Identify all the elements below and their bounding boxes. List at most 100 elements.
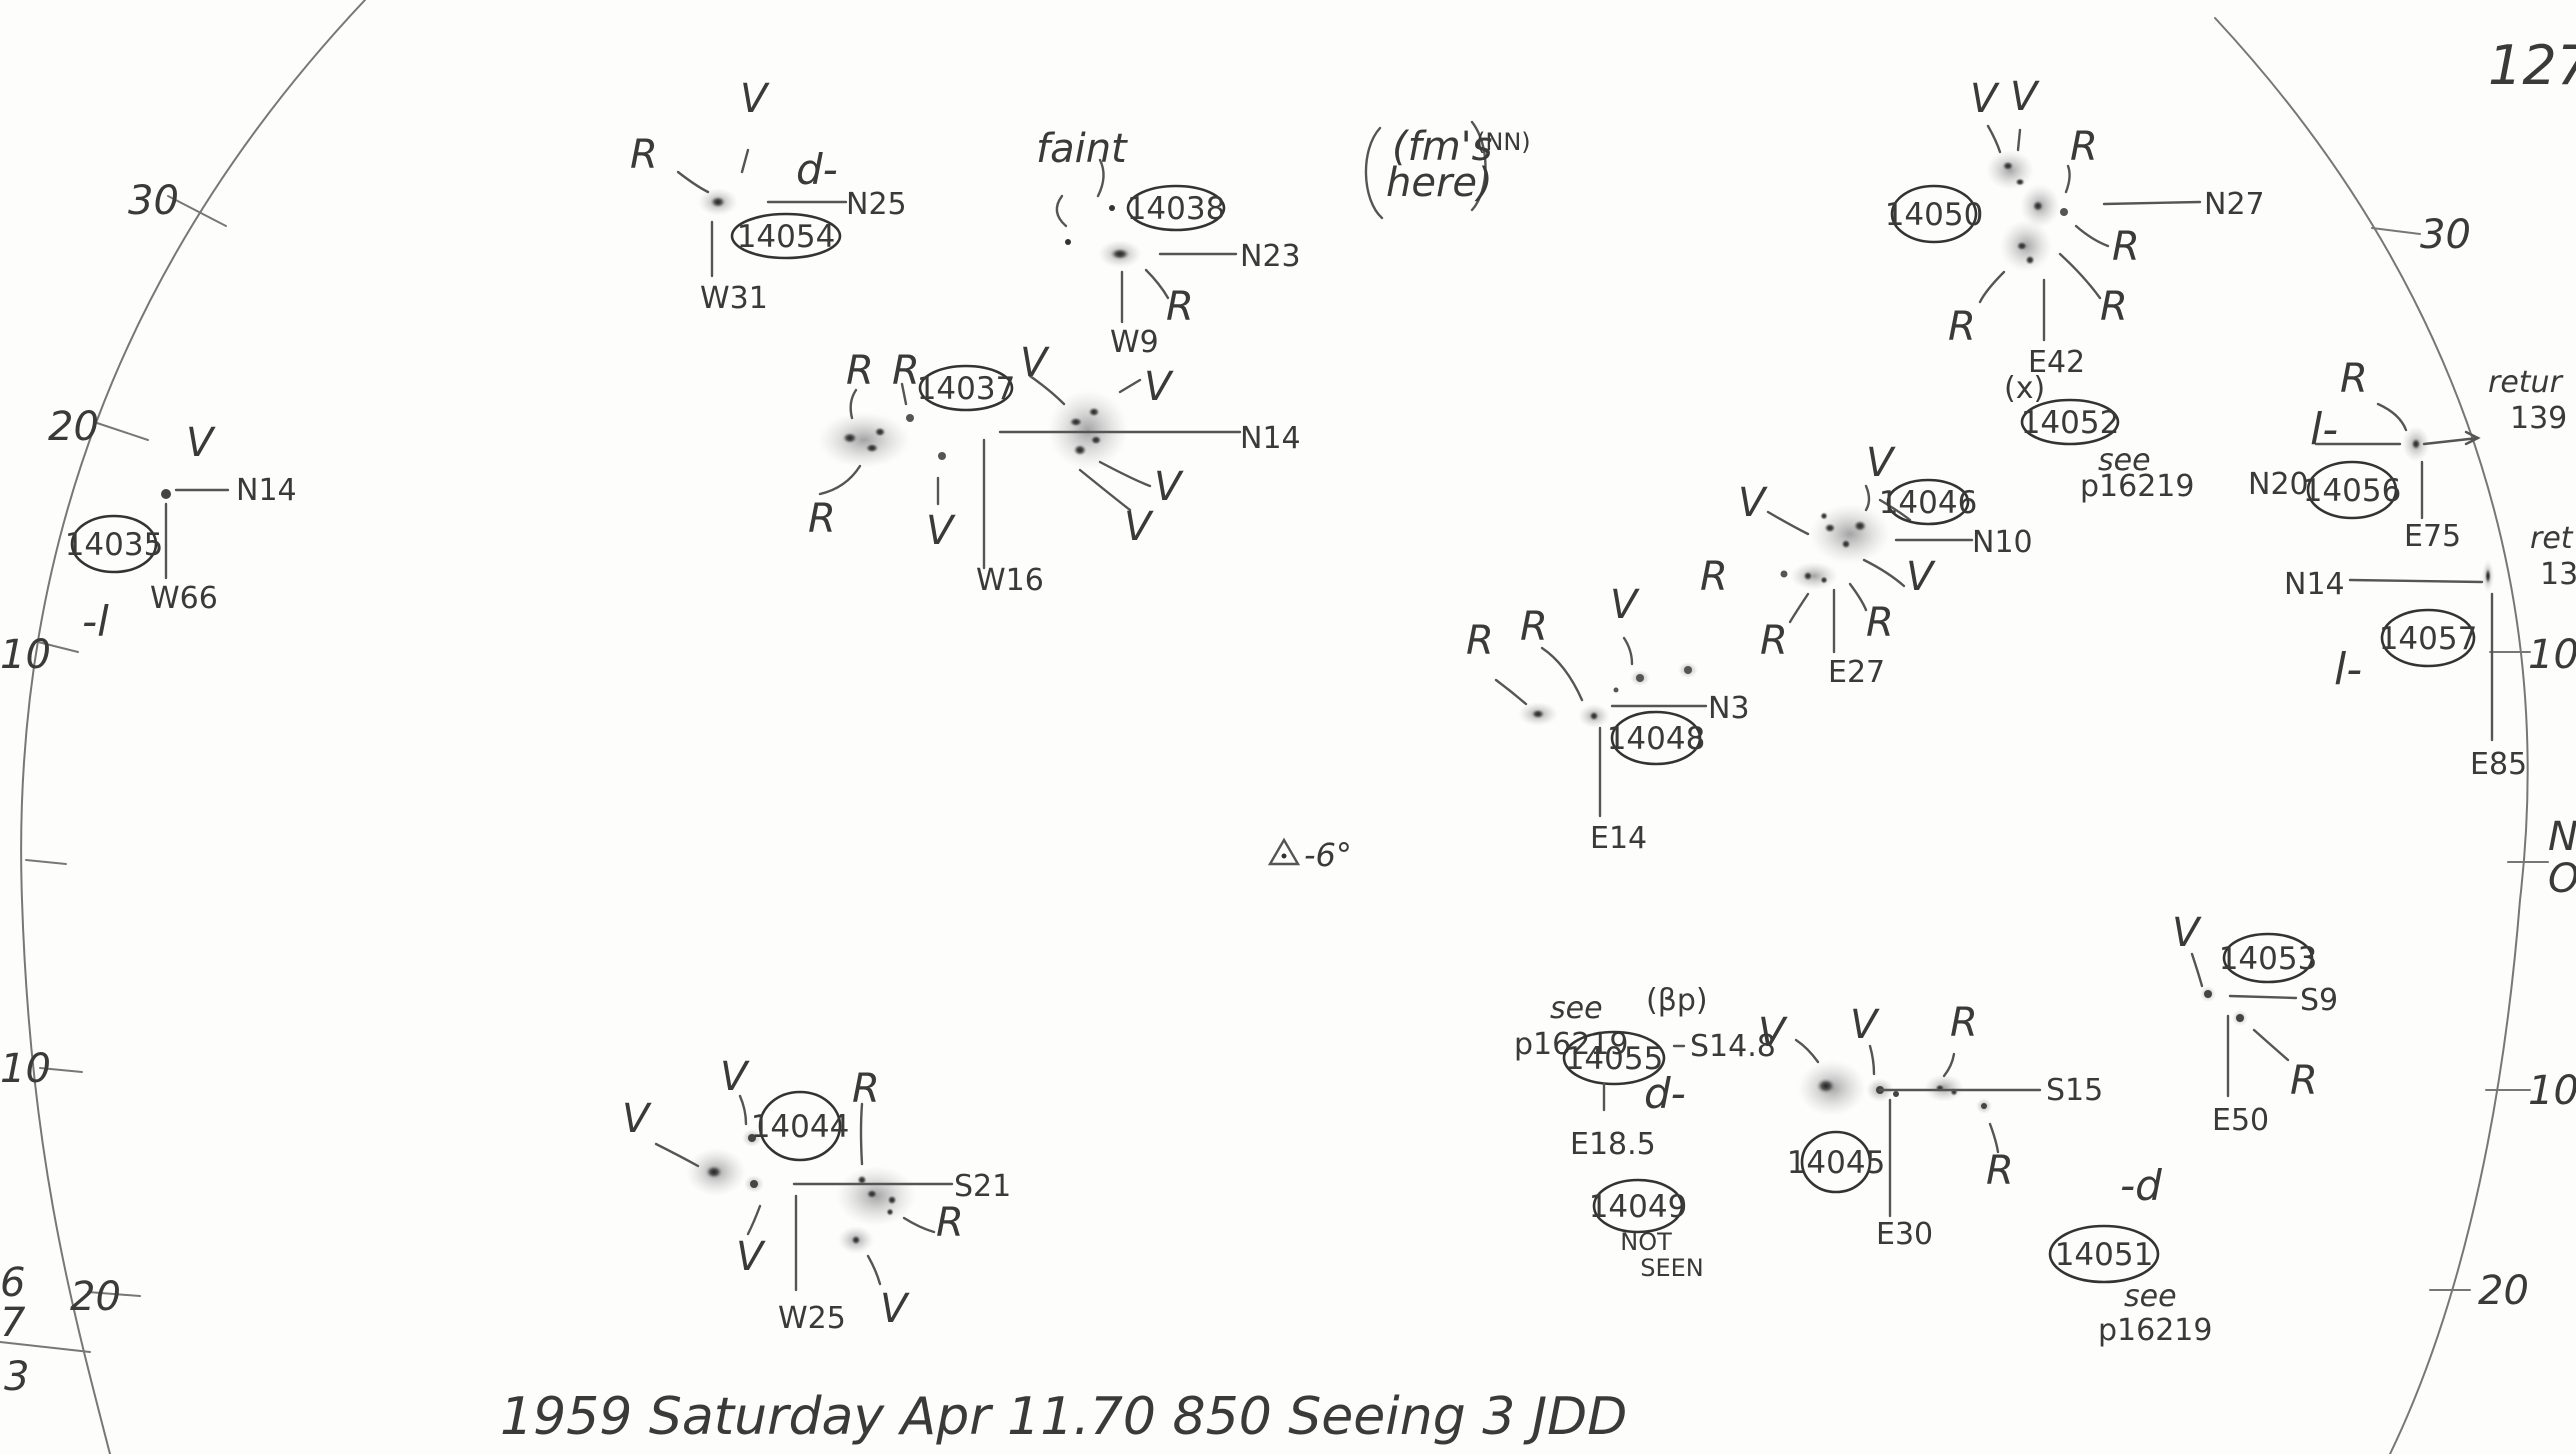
label-r1: R: [846, 348, 874, 394]
label-r1: R: [1466, 618, 1494, 664]
label-v4: V: [880, 1286, 910, 1332]
edge-note-return-2: ret: [2530, 521, 2574, 556]
group-id: 14057: [2379, 621, 2478, 657]
label-r: R: [2340, 356, 2368, 402]
lon-label: W16: [976, 563, 1044, 598]
group-id: 14035: [65, 527, 164, 563]
tick-label-e20: 20: [2478, 1268, 2529, 1314]
group-id: 14051: [2055, 1237, 2154, 1273]
lat-label: N27: [2204, 187, 2265, 222]
label-r2: R: [1520, 604, 1548, 650]
lon-label: E14: [1590, 821, 1647, 856]
label-r: R: [2290, 1058, 2318, 1104]
label-v1: V: [1758, 1010, 1788, 1056]
group-14048: R R V N3 E14 14048: [1466, 582, 1750, 856]
label-v4: V: [1124, 504, 1154, 550]
group-id: 14050: [1885, 197, 1984, 233]
lat-label: S14.8: [1690, 1029, 1776, 1064]
label-v1: V: [622, 1096, 652, 1142]
label-r1: R: [2070, 124, 2098, 170]
group-id: 14038: [1127, 191, 1226, 227]
group-id: 14054: [737, 219, 836, 255]
label-r: R: [630, 132, 658, 178]
ref-label: p16219: [2080, 469, 2194, 504]
label-v3: V: [1154, 464, 1184, 510]
class-label: -d: [2120, 1161, 2162, 1210]
lon-label: E85: [2470, 747, 2527, 782]
label-v2: V: [1738, 480, 1768, 526]
margin-6: 6: [0, 1260, 25, 1306]
seen-label: SEEN: [1640, 1254, 1704, 1282]
label-v1: V: [1020, 340, 1050, 386]
label-r1: R: [1950, 1000, 1978, 1046]
label-r3: R: [2100, 284, 2128, 330]
tick-label-e10: 10: [2528, 632, 2576, 678]
label-v1: V: [1866, 440, 1896, 486]
lon-label: W25: [778, 1301, 846, 1336]
tick-label-e10b: 10: [2528, 1068, 2576, 1114]
lon-label: W9: [1110, 325, 1159, 360]
group-14057: N14 l- E85 14057: [2284, 560, 2527, 782]
group-14045: V V R R S15 E30 14045: [1758, 1000, 2103, 1252]
corner-note-nn: (NN): [1476, 128, 1531, 156]
not-label: NOT: [1620, 1228, 1672, 1256]
group-id: 14056: [2303, 473, 2402, 509]
class-label: d-: [1644, 1069, 1686, 1118]
margin-7: 7: [0, 1300, 26, 1346]
group-14056: R l- N20 E75 14056: [2248, 356, 2481, 554]
limb-ticks-west: 30 20 10 10 20 6 7 3: [0, 178, 227, 1400]
group-14051: -d 14051 see p16219: [2048, 1161, 2212, 1348]
lat-label: N14: [2284, 567, 2345, 602]
label-v3: V: [736, 1234, 766, 1280]
tick-label-eo: O: [2548, 856, 2576, 902]
label-v2: V: [720, 1054, 750, 1100]
label-v: V: [1610, 582, 1640, 628]
lon-label: W66: [150, 581, 218, 616]
lon-label: E18.5: [1570, 1127, 1656, 1162]
lon-label: E30: [1876, 1217, 1933, 1252]
group-14035: V N14 W66 -l 14035: [65, 420, 297, 646]
lat-label: N23: [1240, 239, 1301, 274]
group-id: 14048: [1607, 721, 1706, 757]
lat-label: S15: [2046, 1073, 2103, 1108]
corner-note: (fm's here) (NN): [1364, 120, 1531, 220]
lon-label: E42: [2028, 345, 2085, 380]
lat-label: N14: [1240, 421, 1301, 456]
center-marker: -6°: [1267, 836, 1352, 874]
lon-label: E27: [1828, 655, 1885, 690]
group-id: 14052: [2021, 405, 2120, 441]
see-label: see: [2098, 443, 2151, 478]
group-14038: faint R N23 W9 14038: [1036, 126, 1301, 360]
solar-limb: [20, 0, 2529, 1454]
class-label: l-: [2334, 644, 2362, 695]
label-v: V: [740, 76, 770, 122]
page-number: 127: [2488, 34, 2576, 97]
label-r4: R: [1948, 304, 1976, 350]
tick-label-ws20: 20: [70, 1274, 121, 1320]
lat-label: S9: [2300, 983, 2338, 1018]
class-label: d-: [796, 145, 838, 194]
edge-note-13: 13: [2540, 557, 2576, 592]
footer-note: 1959 Saturday Apr 11.70 850 Seeing 3 JDD: [500, 1387, 1627, 1447]
group-id: 14055: [1565, 1041, 1664, 1077]
see-label: see: [2124, 1279, 2177, 1314]
group-14053: V R S9 E50 14053: [2172, 910, 2338, 1138]
label-r3: R: [808, 496, 836, 542]
label-v2: V: [1144, 364, 1174, 410]
tick-label-en: N: [2548, 814, 2576, 860]
group-14037: R R R V V V V V N14 W16 14037: [808, 340, 1301, 598]
x-label: (x): [2004, 371, 2045, 406]
group-14052: (x) 14052 see p16219: [2004, 371, 2194, 504]
lon-label: W31: [700, 281, 768, 316]
label-r: R: [1166, 284, 1194, 330]
margin-3: 3: [4, 1354, 29, 1400]
lat-label: S21: [954, 1169, 1011, 1204]
label-v1: V: [1970, 76, 2000, 122]
tick-label-e30: 30: [2420, 212, 2471, 258]
group-14046: V V V R R R N10 E27 14046: [1700, 440, 2033, 690]
tick-label-w20: 20: [48, 404, 99, 450]
label-v2: V: [2010, 74, 2040, 120]
group-14054: R V d- N25 W31 14054: [630, 76, 907, 316]
tick-label-w30: 30: [128, 178, 179, 224]
